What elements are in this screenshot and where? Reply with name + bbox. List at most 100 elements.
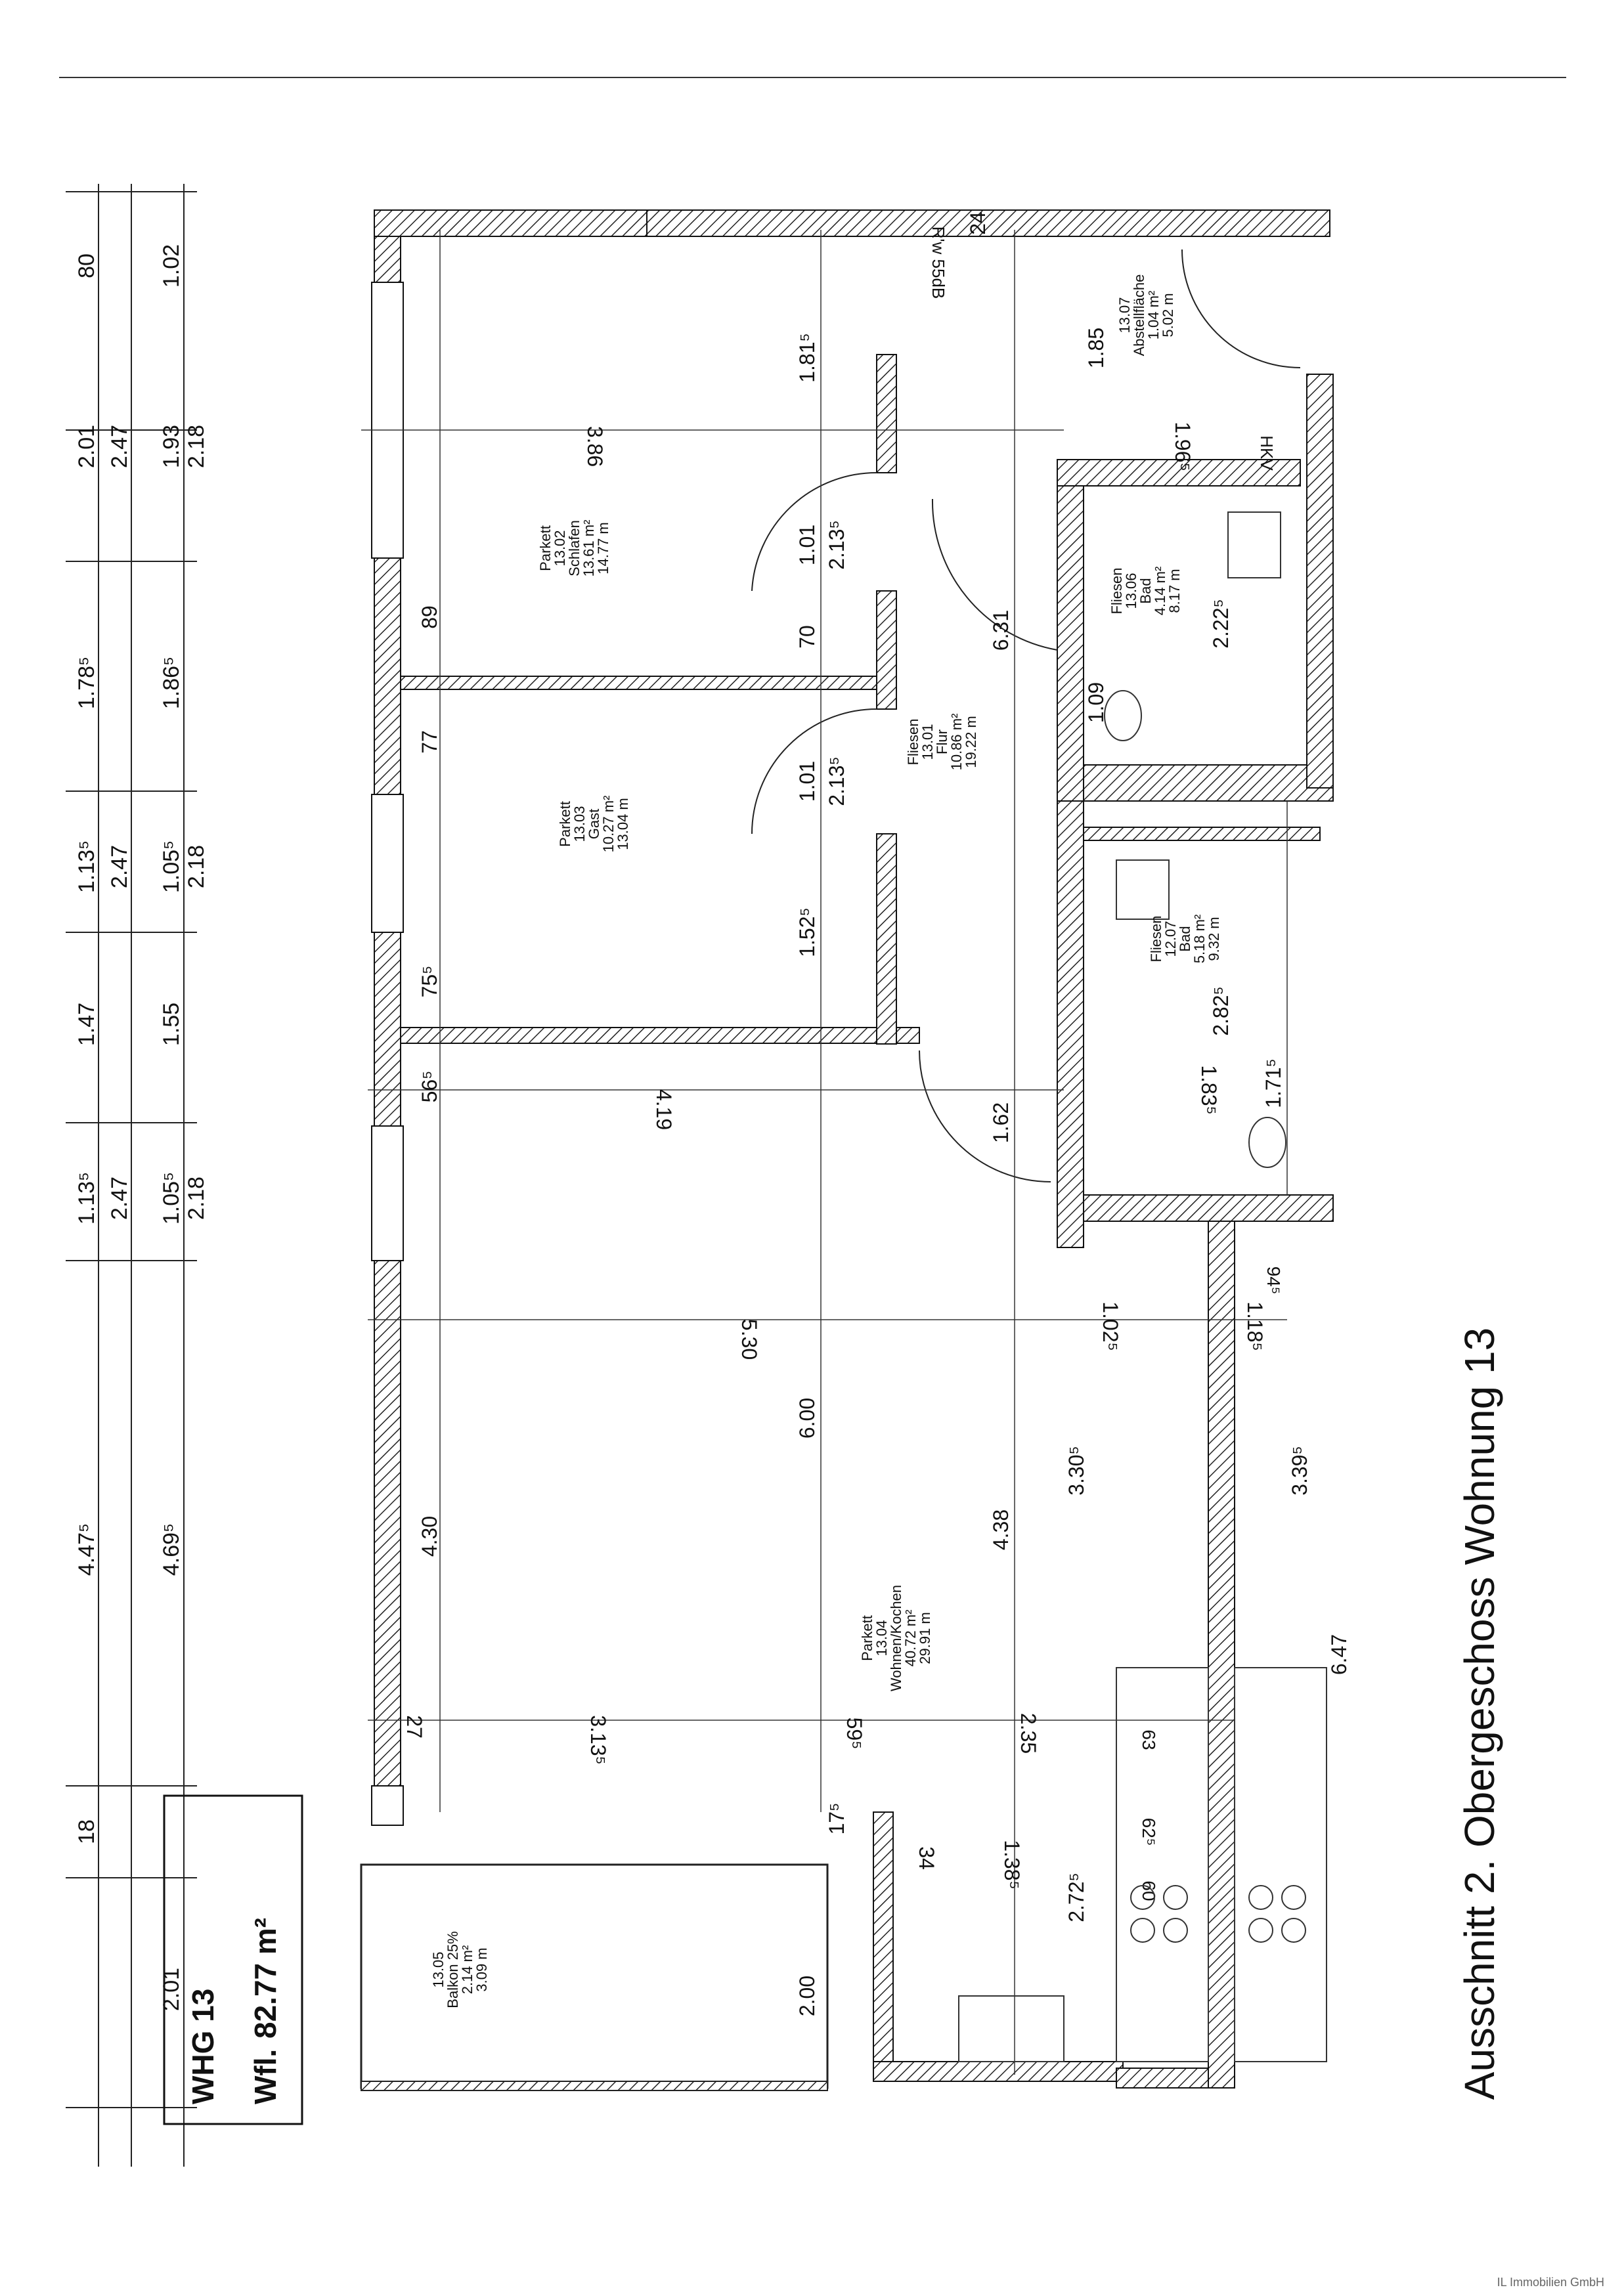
dim-1025: 1.02⁵	[1099, 1301, 1122, 1351]
svg-text:29.91 m: 29.91 m	[917, 1612, 933, 1664]
dim-door1-h: 2.13⁵	[825, 520, 848, 570]
apartment-area-label: Wfl.	[248, 2049, 282, 2104]
dim-r3-6: 4.69⁵	[159, 1523, 184, 1576]
sheet-title: Ausschnitt 2. Obergeschoss Wohnung 13	[1456, 1328, 1503, 2100]
svg-text:13.04: 13.04	[873, 1620, 890, 1656]
dim-565: 56⁵	[418, 1071, 441, 1103]
svg-text:Abstellfläche: Abstellfläche	[1131, 274, 1147, 357]
interior-dimensions: 3.86 4.19 5.30 3.13⁵ 6.00 4.38 1.81⁵ 1.0…	[403, 211, 1351, 2016]
dim-625: 62⁵	[1139, 1818, 1159, 1846]
room-balkon: 13.05 Balkon 25% 2.14 m² 3.09 m	[430, 1931, 490, 2008]
fixtures	[958, 511, 1327, 2062]
dim-162: 1.62	[989, 1102, 1013, 1143]
dim-r3-7: 2.01	[159, 1968, 184, 2011]
svg-text:Balkon 25%: Balkon 25%	[445, 1931, 461, 2008]
dim-185: 1.85	[1084, 328, 1108, 368]
dimension-chains	[66, 184, 197, 2167]
dim-3305: 3.30⁵	[1064, 1446, 1088, 1496]
apartment-label: WHG 13	[186, 1989, 220, 2104]
svg-text:Bad: Bad	[1137, 578, 1154, 603]
svg-text:4.14 m²: 4.14 m²	[1152, 567, 1168, 616]
room-bad-1306: Fliesen 13.06 Bad 4.14 m² 8.17 m	[1108, 567, 1183, 616]
dim-2725: 2.72⁵	[1064, 1873, 1088, 1922]
dim-3395: 3.39⁵	[1288, 1446, 1311, 1496]
dim-r1-5: 1.13⁵	[74, 1172, 99, 1224]
walls	[374, 209, 1334, 2089]
dim-1385: 1.38⁵	[1000, 1840, 1024, 1890]
room-bad-1207: Fliesen 12.07 Bad 5.18 m² 9.32 m	[1148, 915, 1222, 964]
svg-text:Fliesen: Fliesen	[905, 719, 921, 766]
dim-r1-7: 18	[74, 1819, 99, 1844]
svg-text:9.32 m: 9.32 m	[1206, 917, 1222, 961]
room-flur: Fliesen 13.01 Flur 10.86 m² 19.22 m	[905, 714, 979, 771]
dim-door2-h: 2.13⁵	[825, 756, 848, 806]
dim-r2-0: 2.47	[107, 425, 132, 468]
svg-text:13.03: 13.03	[571, 806, 588, 842]
svg-text:Fliesen: Fliesen	[1108, 568, 1125, 615]
dim-r3-2: 1.86⁵	[159, 657, 184, 709]
svg-text:40.72 m²: 40.72 m²	[902, 1610, 919, 1667]
dim-r4-2: 2.18	[184, 1177, 209, 1220]
svg-text:13.06: 13.06	[1123, 573, 1139, 609]
dim-2825: 2.82⁵	[1209, 986, 1233, 1036]
dim-1525: 1.52⁵	[795, 907, 819, 957]
wall-acoustic: R'w 55dB	[929, 227, 948, 299]
dim-r1-3: 1.13⁵	[74, 840, 99, 893]
svg-text:Wohnen/Kochen: Wohnen/Kochen	[888, 1585, 904, 1691]
svg-text:Schlafen: Schlafen	[566, 520, 582, 576]
room-gast: Parkett 13.03 Gast 10.27 m² 13.04 m	[557, 796, 631, 853]
dim-r1-4: 1.47	[74, 1003, 99, 1046]
dim-647: 6.47	[1327, 1634, 1351, 1675]
room-labels: Parkett 13.02 Schlafen 13.61 m² 14.77 m …	[430, 274, 1222, 2008]
room-schlafen: Parkett 13.02 Schlafen 13.61 m² 14.77 m	[537, 520, 611, 577]
dim-r2-1: 2.47	[107, 845, 132, 888]
dim-schlafen-width: 3.86	[583, 426, 607, 467]
dim-door1-w: 1.01	[795, 525, 819, 565]
dim-flur-length: 6.31	[989, 610, 1013, 651]
room-abstell: 13.07 Abstellfläche 1.04 m² 5.02 m	[1116, 274, 1176, 357]
svg-text:5.02 m: 5.02 m	[1160, 293, 1176, 337]
svg-text:19.22 m: 19.22 m	[963, 716, 979, 768]
dim-1185: 1.18⁵	[1243, 1301, 1267, 1351]
dim-430: 4.30	[418, 1516, 441, 1557]
dim-24: 24	[966, 211, 990, 235]
dim-r1-6: 4.47⁵	[74, 1523, 99, 1576]
svg-text:Gast: Gast	[586, 809, 602, 839]
svg-text:Fliesen: Fliesen	[1148, 916, 1164, 963]
dim-wohnen-width: 5.30	[737, 1319, 761, 1360]
dim-door2-w: 1.01	[795, 761, 819, 802]
svg-text:8.17 m: 8.17 m	[1166, 569, 1183, 613]
balcony	[360, 1863, 829, 2091]
svg-text:Bad: Bad	[1177, 926, 1193, 951]
dimension-labels-top: 80 2.01 1.78⁵ 1.13⁵ 1.47 1.13⁵ 4.47⁵ 18 …	[74, 244, 209, 2011]
svg-text:12.07: 12.07	[1162, 921, 1179, 957]
hkv-label: HKV	[1257, 435, 1277, 471]
svg-text:13.04 m: 13.04 m	[615, 798, 631, 850]
dim-63: 63	[1139, 1729, 1159, 1750]
dim-r4-1: 2.18	[184, 845, 209, 888]
dim-77: 77	[418, 730, 441, 754]
apartment-area: 82.77 m²	[248, 1918, 282, 2039]
interior-dimension-lines	[361, 230, 1288, 2075]
svg-text:2.14 m²: 2.14 m²	[459, 1945, 475, 1995]
svg-text:3.09 m: 3.09 m	[473, 1947, 490, 1991]
svg-text:5.18 m²: 5.18 m²	[1191, 915, 1208, 964]
dim-109: 1.09	[1084, 682, 1108, 723]
dim-r1-0: 80	[74, 253, 99, 278]
dim-89: 89	[418, 605, 441, 629]
dim-corridor-depth: 4.38	[989, 1509, 1013, 1550]
dim-r1-1: 2.01	[74, 425, 99, 468]
svg-text:Parkett: Parkett	[537, 525, 554, 571]
svg-text:13.61 m²: 13.61 m²	[581, 520, 597, 577]
dim-r2-2: 2.47	[107, 1177, 132, 1220]
dim-60: 60	[1139, 1880, 1159, 1901]
dim-balkon-depth: 2.00	[795, 1976, 819, 2016]
footer-credit: IL Immobilien GmbH	[1497, 2276, 1604, 2289]
dim-1965: 1.96⁵	[1171, 422, 1195, 471]
dim-wohnen-depth: 6.00	[795, 1398, 819, 1439]
dim-755: 75⁵	[418, 966, 441, 998]
svg-text:10.27 m²: 10.27 m²	[600, 796, 617, 853]
svg-text:14.77 m: 14.77 m	[595, 522, 611, 574]
dim-945: 94⁵	[1263, 1267, 1284, 1295]
